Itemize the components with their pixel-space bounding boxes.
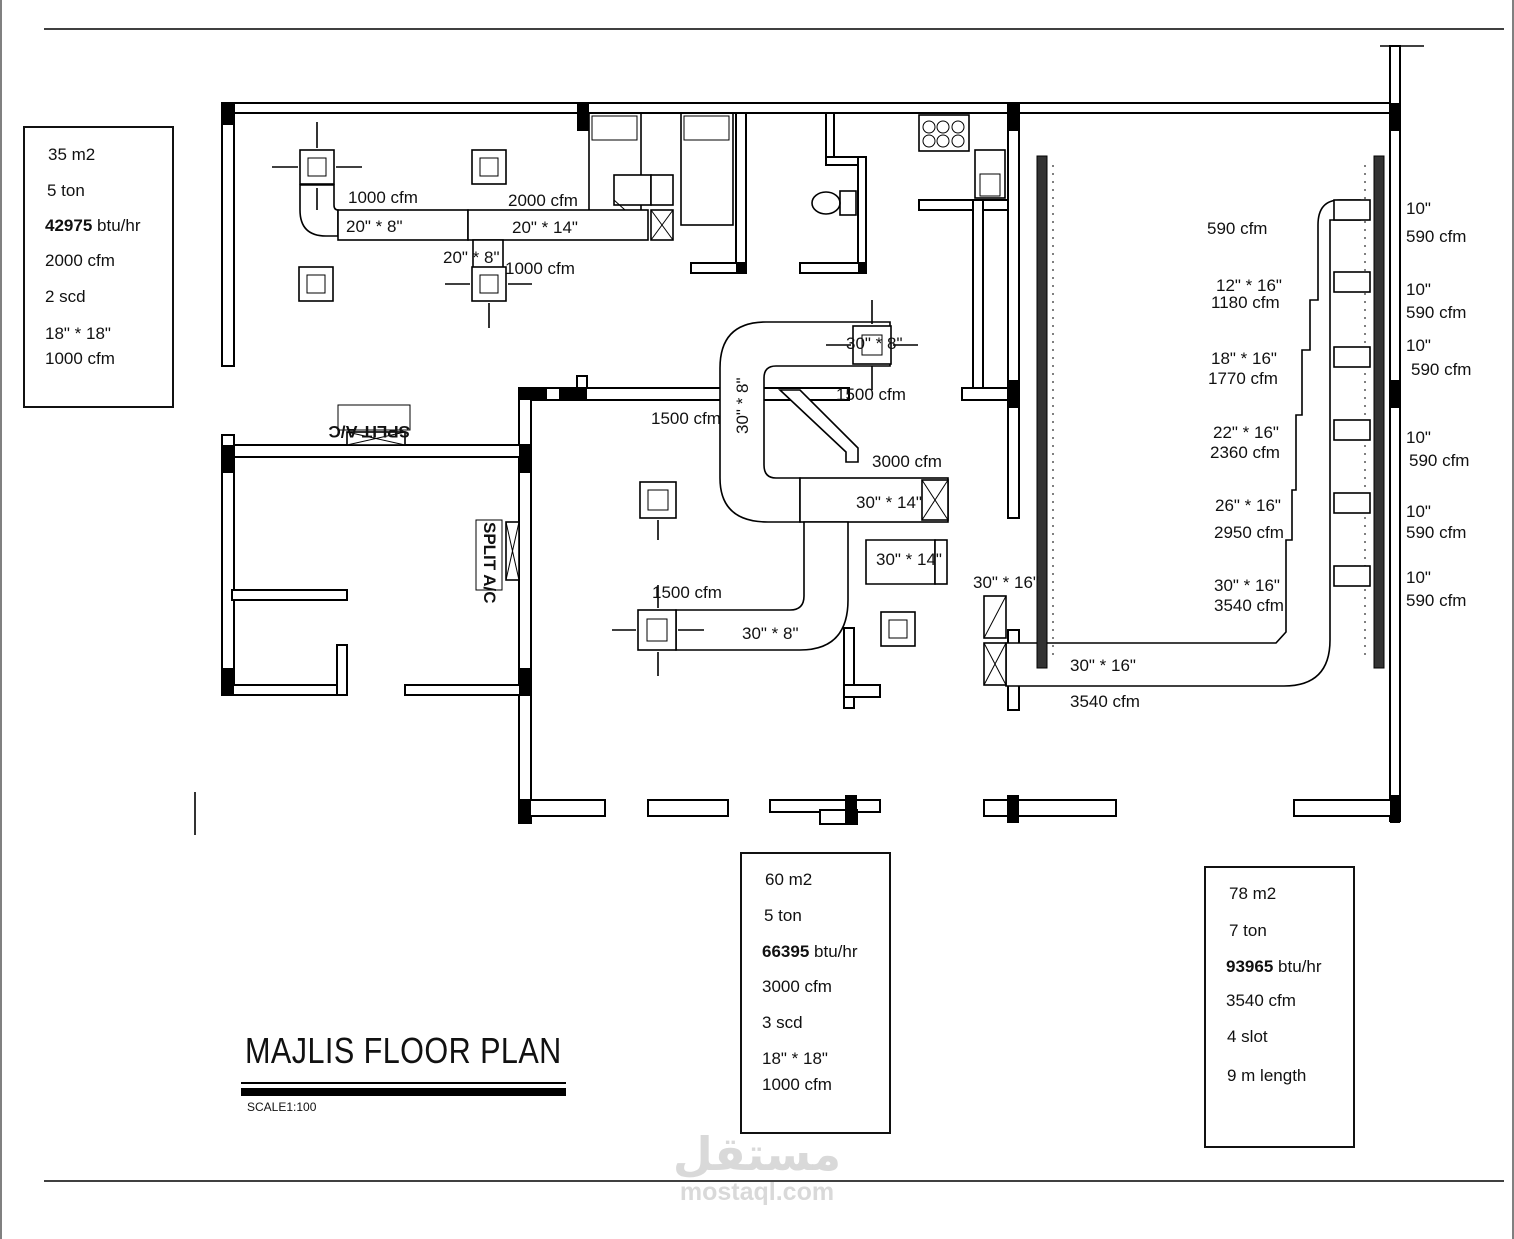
- watermark-arabic: مستقل: [672, 1127, 842, 1181]
- room1-info-box: 35 m2 5 ton 42975 btu/hr 2000 cfm 2 scd …: [23, 126, 174, 408]
- room2-diffuser-cfm: 1000 cfm: [762, 1075, 832, 1094]
- room2-load: 66395 btu/hr: [762, 942, 858, 961]
- room3-length: 9 m length: [1227, 1066, 1307, 1085]
- room2-diffusers: 3 scd: [762, 1013, 803, 1032]
- r3-s2-size: 18" * 16": [1211, 349, 1277, 368]
- title-underline-thick: [241, 1088, 566, 1096]
- outlet-1-cfm: 590 cfm: [1406, 227, 1466, 246]
- outlet-5-cfm: 590 cfm: [1406, 523, 1466, 542]
- r1-duct-c: 20" * 8": [443, 248, 500, 267]
- room2-ductwork: [675, 321, 949, 651]
- room3-tonnage: 7 ton: [1229, 921, 1267, 940]
- ceiling-diffusers: [298, 149, 916, 651]
- room1-diffusers: 2 scd: [45, 287, 86, 306]
- room2-area: 60 m2: [765, 870, 813, 889]
- room3-load: 93965 btu/hr: [1226, 957, 1322, 976]
- outlet-4-size: 10": [1406, 428, 1431, 447]
- drawing-scale: SCALE1:100: [247, 1100, 317, 1114]
- room2-diffuser-size: 18" * 18": [762, 1049, 828, 1068]
- r2-duct-low: 30" * 8": [742, 624, 799, 643]
- r2-cfm-left: 1500 cfm: [651, 409, 721, 428]
- plan-labels: 1000 cfm 2000 cfm 20" * 8" 20" * 14" 20"…: [328, 188, 1471, 711]
- r1-cfm-c: 1000 cfm: [505, 259, 575, 278]
- outlet-2-size: 10": [1406, 280, 1431, 299]
- room3-ductwork: [983, 155, 1385, 687]
- r2-duct-main2: 30" * 14": [876, 550, 942, 569]
- airflow-arrows: [272, 122, 918, 676]
- watermark: مستقل mostaql.com: [666, 1130, 848, 1210]
- r3-s5-cfm: 3540 cfm: [1214, 596, 1284, 615]
- room1-diffuser-size: 18" * 18": [45, 324, 111, 343]
- room1-diffuser-cfm: 1000 cfm: [45, 349, 115, 368]
- room1-tonnage: 5 ton: [47, 181, 85, 200]
- outlet-3-size: 10": [1406, 336, 1431, 355]
- furniture: [588, 112, 1006, 226]
- room2-tonnage: 5 ton: [764, 906, 802, 925]
- r1-cfm-a: 1000 cfm: [348, 188, 418, 207]
- outlet-2-cfm: 590 cfm: [1406, 303, 1466, 322]
- title-underline-thin: [241, 1082, 566, 1084]
- r2-duct-vert: 30" * 8": [733, 378, 752, 435]
- r3-s1-size: 12" * 16": [1216, 276, 1282, 295]
- r3-main-size: 30" * 16": [1070, 656, 1136, 675]
- outlet-3-cfm: 590 cfm: [1411, 360, 1471, 379]
- watermark-latin: mostaql.com: [679, 1178, 835, 1206]
- r1-cfm-b: 2000 cfm: [508, 191, 578, 210]
- split-ac-side-label: SPLIT A/C: [480, 522, 499, 604]
- room3-info-box: 78 m2 7 ton 93965 btu/hr 3540 cfm 4 slot…: [1204, 866, 1355, 1148]
- drawing-title: MAJLIS FLOOR PLAN: [245, 1030, 562, 1071]
- r2-cfm-main: 3000 cfm: [872, 452, 942, 471]
- room2-info-box: 60 m2 5 ton 66395 btu/hr 3000 cfm 3 scd …: [740, 852, 891, 1134]
- room1-airflow: 2000 cfm: [45, 251, 115, 270]
- outlet-1-size: 10": [1406, 199, 1431, 218]
- r1-duct-a: 20" * 8": [346, 217, 403, 236]
- slot-collars: [1333, 199, 1371, 587]
- r3-main-cfm: 3540 cfm: [1070, 692, 1140, 711]
- outlet-6-cfm: 590 cfm: [1406, 591, 1466, 610]
- room1-ductwork: [299, 174, 674, 271]
- r2-duct-main: 30" * 14": [856, 493, 922, 512]
- room3-area: 78 m2: [1229, 884, 1277, 903]
- r2-duct-top: 30" * 8": [846, 334, 903, 353]
- r3-unit-size: 30" * 16": [973, 573, 1039, 592]
- r2-cfm-top: 1500 cfm: [836, 385, 906, 404]
- outlet-6-size: 10": [1406, 568, 1431, 587]
- outlet-4-cfm: 590 cfm: [1409, 451, 1469, 470]
- room3-diffusers: 4 slot: [1227, 1027, 1268, 1046]
- outlet-5-size: 10": [1406, 502, 1431, 521]
- r1-duct-b: 20" * 14": [512, 218, 578, 237]
- r3-s4-size: 26" * 16": [1215, 496, 1281, 515]
- r3-s4-cfm: 2950 cfm: [1214, 523, 1284, 542]
- split-ac-top-label: SPLIT A/C: [328, 422, 410, 441]
- structural-columns: [222, 103, 1400, 824]
- r3-s3-size: 22" * 16": [1213, 423, 1279, 442]
- r2-cfm-low: 1500 cfm: [652, 583, 722, 602]
- r3-s3-cfm: 2360 cfm: [1210, 443, 1280, 462]
- r3-s2-cfm: 1770 cfm: [1208, 369, 1278, 388]
- room2-airflow: 3000 cfm: [762, 977, 832, 996]
- split-ac-units: [337, 404, 520, 591]
- r3-cfm-top: 590 cfm: [1207, 219, 1267, 238]
- r3-s5-size: 30" * 16": [1214, 576, 1280, 595]
- room1-load: 42975 btu/hr: [45, 216, 141, 235]
- room1-area: 35 m2: [48, 145, 96, 164]
- r3-s1-cfm: 1180 cfm: [1211, 293, 1280, 312]
- room3-airflow: 3540 cfm: [1226, 991, 1296, 1010]
